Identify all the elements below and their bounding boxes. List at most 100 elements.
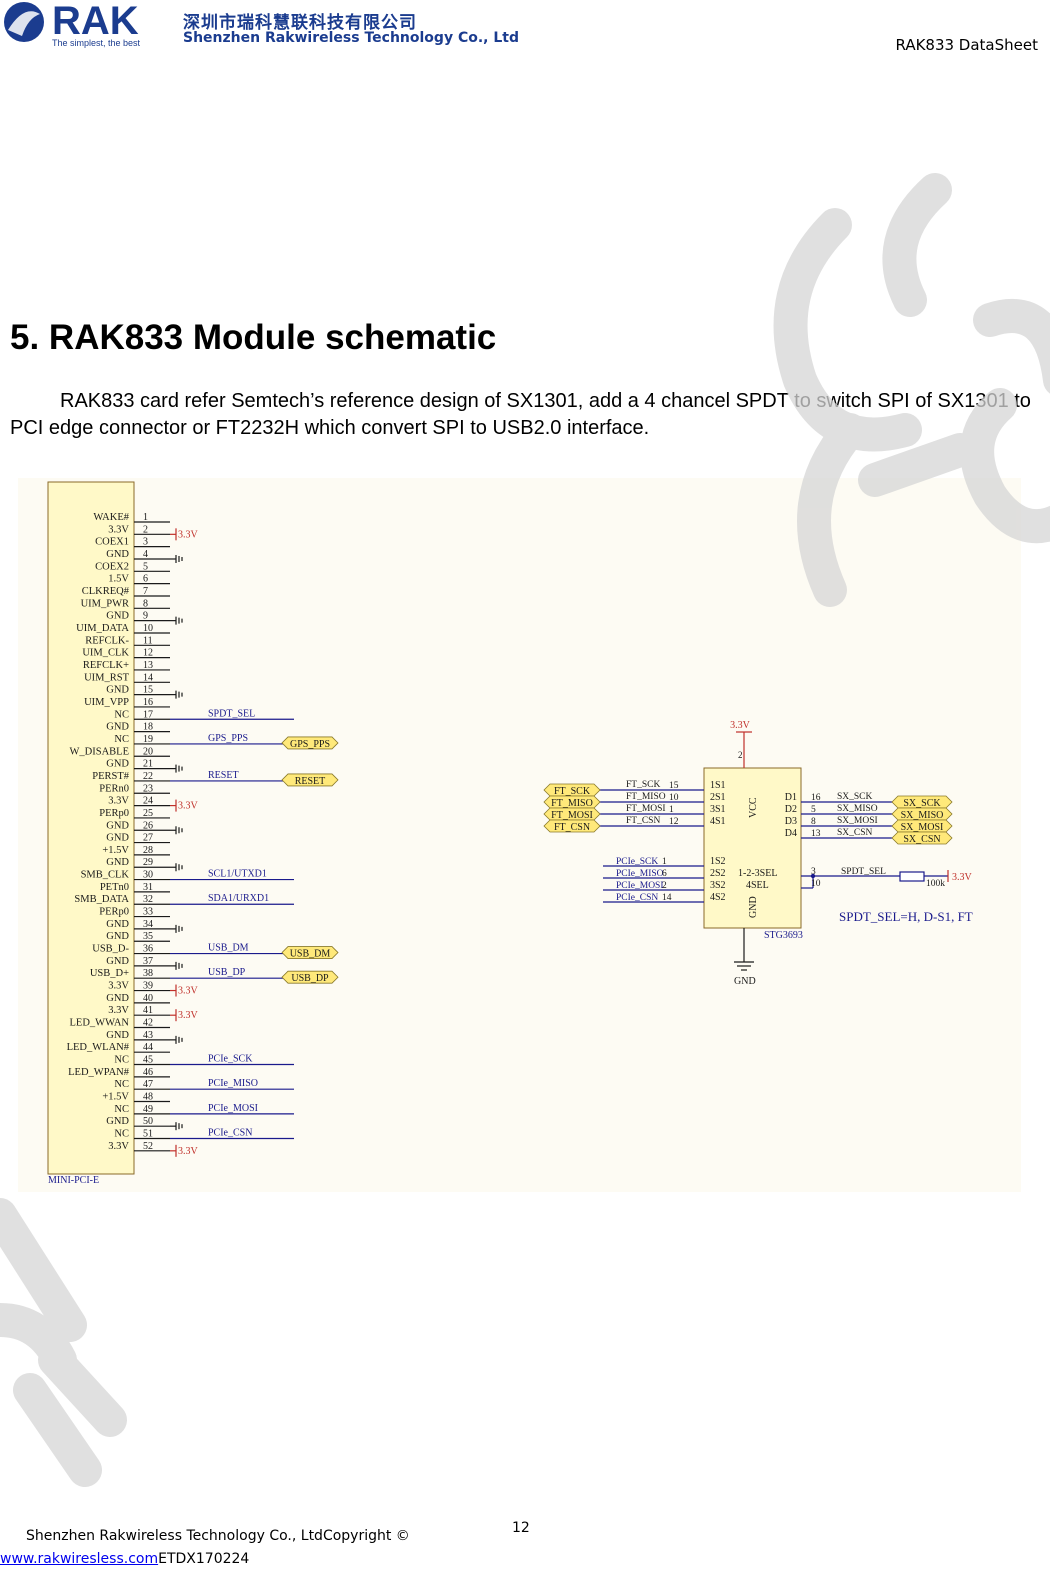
net-label: SCL1/UTXD1 bbox=[208, 869, 267, 880]
connector-pin-number: 52 bbox=[143, 1141, 153, 1152]
power-label: 3.3V bbox=[178, 801, 199, 812]
connector-pin-signal: WAKE# bbox=[93, 512, 129, 523]
connector-pin-signal: PERp0 bbox=[99, 907, 129, 918]
power-label: 3.3V bbox=[178, 529, 199, 540]
connector-pin-number: 11 bbox=[143, 635, 153, 646]
connector-pin-number: 15 bbox=[143, 685, 153, 696]
net-port-usb_dm bbox=[281, 946, 339, 959]
connector-pin-number: 43 bbox=[143, 1030, 153, 1041]
connector-pin-number: 49 bbox=[143, 1104, 153, 1115]
sx-port bbox=[891, 831, 953, 845]
website-link[interactable]: www.rakwiresless.com bbox=[0, 1551, 159, 1567]
connector-pin-number: 21 bbox=[143, 759, 153, 770]
connector-pin-signal: +1.5V bbox=[102, 1092, 129, 1103]
connector-pin-number: 12 bbox=[143, 648, 153, 659]
ft-port-label: FT_MOSI bbox=[551, 810, 593, 821]
connector-pin-signal: CLKREQ# bbox=[82, 586, 130, 597]
ground-icon bbox=[175, 764, 183, 773]
ground-icon bbox=[175, 826, 183, 835]
connector-pin-signal: GND bbox=[106, 993, 129, 1004]
ft-pin-number: 12 bbox=[669, 817, 679, 827]
connector-pin-signal: NC bbox=[114, 1129, 129, 1140]
resistor-value: 100k bbox=[926, 879, 945, 889]
ft-pin-number: 10 bbox=[669, 793, 679, 803]
connector-pin-signal: GND bbox=[106, 931, 129, 942]
connector-pin-signal: 3.3V bbox=[108, 524, 129, 535]
connector-pin-number: 44 bbox=[143, 1042, 153, 1053]
connector-pin-number: 40 bbox=[143, 993, 153, 1004]
connector-pin-number: 38 bbox=[143, 968, 153, 979]
connector-pin-signal: +1.5V bbox=[102, 845, 129, 856]
net-label: PCIe_SCK bbox=[208, 1054, 253, 1065]
connector-pin-number: 1 bbox=[143, 512, 148, 523]
switch-out-label: D1 bbox=[785, 792, 797, 803]
connector-pin-number: 33 bbox=[143, 907, 153, 918]
sx-port-label: SX_CSN bbox=[903, 834, 940, 845]
connector-pin-signal: NC bbox=[114, 1104, 129, 1115]
connector-pin-signal: GND bbox=[106, 833, 129, 844]
net-port-usb_dm-label: USB_DM bbox=[290, 949, 331, 960]
pullup-resistor bbox=[899, 871, 925, 882]
net-label: USB_DP bbox=[208, 967, 246, 978]
connector-pin-number: 36 bbox=[143, 944, 153, 955]
vcc-label: VCC bbox=[748, 797, 759, 818]
connector-pin-signal: PERn0 bbox=[99, 783, 129, 794]
connector-pin-signal: GND bbox=[106, 611, 129, 622]
connector-pin-signal: GND bbox=[106, 759, 129, 770]
pcie-net-label: PCIe_MISO bbox=[616, 869, 664, 879]
pcie-pin-number: 14 bbox=[662, 893, 672, 903]
connector-pin-signal: UIM_DATA bbox=[76, 623, 129, 634]
connector-pin-signal: NC bbox=[114, 1079, 129, 1090]
sx-net-label: SX_MISO bbox=[837, 804, 878, 814]
pcie-pin-number: 1 bbox=[662, 857, 667, 867]
sel-pin-number: 3 bbox=[811, 867, 816, 877]
connector-pin-number: 23 bbox=[143, 783, 153, 794]
connector-pin-signal: W_DISABLE bbox=[70, 746, 130, 757]
connector-pin-number: 29 bbox=[143, 857, 153, 868]
connector-pin-signal: GND bbox=[106, 956, 129, 967]
switch-ic-name: STG3693 bbox=[764, 930, 803, 941]
connector-name: MINI-PCI-E bbox=[48, 1175, 99, 1186]
connector-pin-number: 42 bbox=[143, 1018, 153, 1029]
sx-net-label: SX_MOSI bbox=[837, 816, 878, 826]
net-port-gps_pps bbox=[281, 736, 339, 750]
ic-gnd-label: GND bbox=[748, 896, 759, 918]
ft-port bbox=[543, 819, 601, 833]
net-port-usb_dp bbox=[281, 970, 339, 984]
connector-pin-signal: 3.3V bbox=[108, 796, 129, 807]
connector-pin-number: 8 bbox=[143, 598, 148, 609]
connector-pin-signal: 3.3V bbox=[108, 981, 129, 992]
sx-pin-number: 16 bbox=[811, 793, 821, 803]
ft-net-label: FT_CSN bbox=[626, 816, 660, 826]
connector-pin-number: 6 bbox=[143, 574, 148, 585]
connector-pin-number: 4 bbox=[143, 549, 148, 560]
ground-icon bbox=[175, 554, 183, 563]
pcie-net-label: PCIe_MOSI bbox=[616, 881, 664, 891]
spdt-note: SPDT_SEL=H, D-S1, FT bbox=[839, 909, 973, 924]
connector-pin-number: 35 bbox=[143, 931, 153, 942]
connector-pin-number: 18 bbox=[143, 722, 153, 733]
connector-pin-signal: LED_WWAN bbox=[70, 1018, 130, 1029]
connector-pin-number: 30 bbox=[143, 870, 153, 881]
connector-pin-signal: USB_D- bbox=[92, 944, 129, 955]
ft-port-label: FT_SCK bbox=[554, 786, 591, 797]
connector-body bbox=[47, 481, 135, 1175]
connector-pin-number: 41 bbox=[143, 1005, 153, 1016]
ft-pin-number: 15 bbox=[669, 781, 679, 791]
connector-pin-signal: COEX1 bbox=[95, 537, 129, 548]
connector-pin-signal: PERST# bbox=[92, 771, 130, 782]
connector-pin-number: 46 bbox=[143, 1067, 153, 1078]
connector-pin-number: 39 bbox=[143, 981, 153, 992]
connector-pin-signal: GND bbox=[106, 722, 129, 733]
ft-net-label: FT_MISO bbox=[626, 792, 666, 802]
connector-pin-number: 19 bbox=[143, 734, 153, 745]
sx-pin-number: 8 bbox=[811, 817, 816, 827]
ft-net-label: FT_MOSI bbox=[626, 804, 666, 814]
net-label: USB_DM bbox=[208, 943, 249, 954]
sx-port-label: SX_SCK bbox=[903, 798, 941, 809]
ft-net-label: FT_SCK bbox=[626, 780, 660, 790]
connector-pin-number: 37 bbox=[143, 956, 153, 967]
power-label: 3.3V bbox=[178, 986, 199, 997]
connector-pin-signal: PERp0 bbox=[99, 808, 129, 819]
sx-net-label: SX_SCK bbox=[837, 792, 873, 802]
